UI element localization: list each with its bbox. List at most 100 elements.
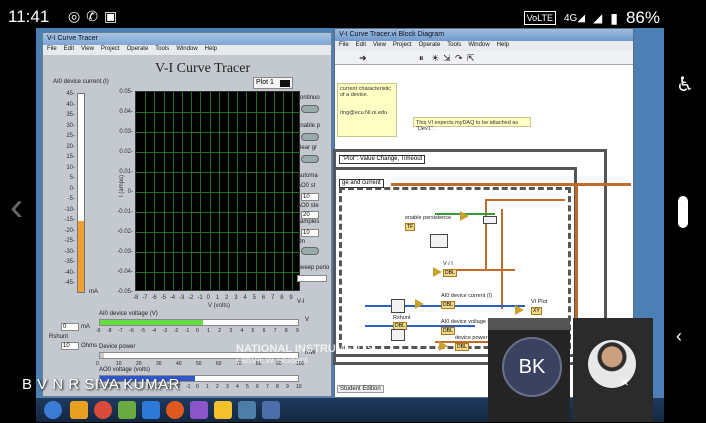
term-vi[interactable]: DBL [443, 269, 457, 277]
menu-project[interactable]: Project [392, 42, 412, 48]
menu-window[interactable]: Window [468, 42, 490, 48]
menu-help[interactable]: Help [204, 46, 217, 52]
right-control-label: sweep perio [297, 265, 330, 271]
multiply-icon-2[interactable] [439, 341, 448, 351]
back-chevron-icon[interactable]: ‹ [10, 185, 24, 229]
plot-legend[interactable]: Plot 1 [253, 77, 293, 89]
device-power-unit: mW [305, 350, 316, 356]
grid-line-h [136, 192, 299, 193]
labview-icon[interactable] [214, 401, 232, 419]
collapse-chevron-icon[interactable]: ‹ [676, 326, 682, 346]
highlight-icon[interactable]: ☀ [431, 53, 440, 63]
ai-voltage-tick: -5 [140, 328, 145, 334]
grid-line-v [209, 92, 211, 290]
graph-x-tick: 7 [271, 295, 275, 301]
ie-icon[interactable] [142, 401, 160, 419]
daq-read-1[interactable] [391, 299, 405, 313]
wire-orange-top [391, 183, 631, 186]
term-ai-current[interactable]: DBL [441, 301, 455, 309]
run-arrow-icon[interactable]: ➜ [359, 53, 367, 63]
menu-edit[interactable]: Edit [355, 42, 367, 48]
menu-project[interactable]: Project [100, 46, 120, 52]
ao-voltage-slider[interactable] [99, 375, 299, 382]
participant-avatar[interactable]: BK [502, 337, 562, 397]
multiply-icon[interactable] [415, 299, 424, 309]
sweep-period-slider[interactable] [297, 275, 327, 282]
firefox-icon[interactable] [166, 401, 184, 419]
rshunt-input[interactable]: 10 [61, 342, 79, 350]
ai-voltage-slider[interactable] [99, 319, 299, 326]
front-panel-titlebar[interactable]: V-I Curve Tracer [43, 33, 331, 45]
step-icon[interactable]: ⇲ [443, 53, 451, 63]
case-label[interactable]: ge and current [339, 179, 384, 188]
on-toggle[interactable] [301, 247, 319, 255]
block-diagram-menubar: File Edit View Project Operate Tools Window Hel… [335, 41, 633, 51]
ai-current-tick: 20- [66, 143, 75, 150]
device-power-fill [100, 353, 104, 358]
notification-icons: ◎✆▣ [68, 8, 123, 25]
menu-file[interactable]: File [47, 46, 57, 52]
ao0-step-input[interactable]: 20 [301, 211, 319, 219]
menu-help[interactable]: Help [496, 42, 509, 48]
accessibility-icon[interactable]: ♿ [676, 74, 694, 96]
term-ai-voltage[interactable]: DBL [441, 327, 455, 335]
menu-tools[interactable]: Tools [155, 46, 170, 52]
menu-file[interactable]: File [339, 42, 349, 48]
ao0-start-input[interactable]: 10 [301, 193, 319, 201]
explorer-icon[interactable] [70, 401, 88, 419]
graph-x-tick: -1 [197, 295, 203, 301]
bundle-node[interactable] [483, 216, 497, 224]
ai-voltage-tick: -9 [96, 328, 101, 334]
right-control-label: samples [297, 219, 320, 225]
menu-view[interactable]: View [373, 42, 386, 48]
menu-operate[interactable]: Operate [126, 46, 149, 52]
graph-x-tick: -3 [179, 295, 185, 301]
ai-current-tick: 40- [66, 101, 75, 108]
battery-percent: 86% [625, 8, 660, 27]
app-icon-2[interactable] [262, 401, 280, 419]
bundle-xy-icon[interactable] [515, 305, 524, 315]
device-power-label: Device power [99, 344, 136, 350]
divide-icon[interactable] [433, 267, 442, 277]
term-vi-plot[interactable]: XY [531, 307, 542, 315]
teams-taskbar-icon[interactable] [190, 401, 208, 419]
ai-voltage-tick: 8 [284, 328, 288, 334]
scroll-handle[interactable] [678, 196, 688, 228]
daq-read-2[interactable] [391, 329, 405, 341]
chrome-icon[interactable] [94, 401, 112, 419]
ai-voltage-tick: 7 [273, 328, 277, 334]
grid-line-h [136, 212, 299, 213]
clear-graph-button[interactable] [301, 155, 319, 163]
ai-voltage-fill [100, 320, 203, 325]
menu-window[interactable]: Window [176, 46, 198, 52]
ai-current-tick: -45- [64, 280, 75, 286]
menu-operate[interactable]: Operate [418, 42, 441, 48]
grid-line-v [145, 92, 147, 290]
pause-icon[interactable]: ⏸ [419, 53, 424, 63]
samples-input[interactable]: 10 [301, 229, 319, 237]
term-device-power[interactable]: DBL [455, 343, 469, 351]
start-icon[interactable] [44, 401, 62, 419]
build-array-icon[interactable] [460, 211, 469, 221]
ao-voltage-tick: -3 [166, 384, 171, 390]
enable-persistence-toggle[interactable] [301, 133, 319, 141]
ai-current-slider[interactable] [77, 93, 85, 293]
step-over-icon[interactable]: ↷ [455, 53, 463, 63]
menu-view[interactable]: View [81, 46, 94, 52]
ai-current-tick: 35- [66, 112, 75, 118]
ai-voltage-tick: 3 [229, 328, 233, 334]
vi-graph[interactable] [135, 91, 300, 291]
menu-edit[interactable]: Edit [63, 46, 75, 52]
term-enable-persistence[interactable]: TF [405, 223, 416, 231]
app-icon-1[interactable] [118, 401, 136, 419]
property-node[interactable] [430, 234, 448, 248]
device-power-tick: 30 [156, 361, 162, 367]
block-diagram-titlebar[interactable]: V-I Curve Tracer.vi Block Diagram [335, 29, 633, 41]
labview-icon-2[interactable] [238, 401, 256, 419]
event-selector[interactable]: "Plot": Value Change, Timeout [339, 155, 426, 164]
step-out-icon[interactable]: ⇱ [467, 53, 475, 63]
continuous-toggle[interactable] [301, 105, 319, 113]
mic-off-icon[interactable]: ✕ [620, 377, 630, 389]
ai-voltage-tick: -6 [129, 328, 134, 334]
menu-tools[interactable]: Tools [447, 42, 462, 48]
